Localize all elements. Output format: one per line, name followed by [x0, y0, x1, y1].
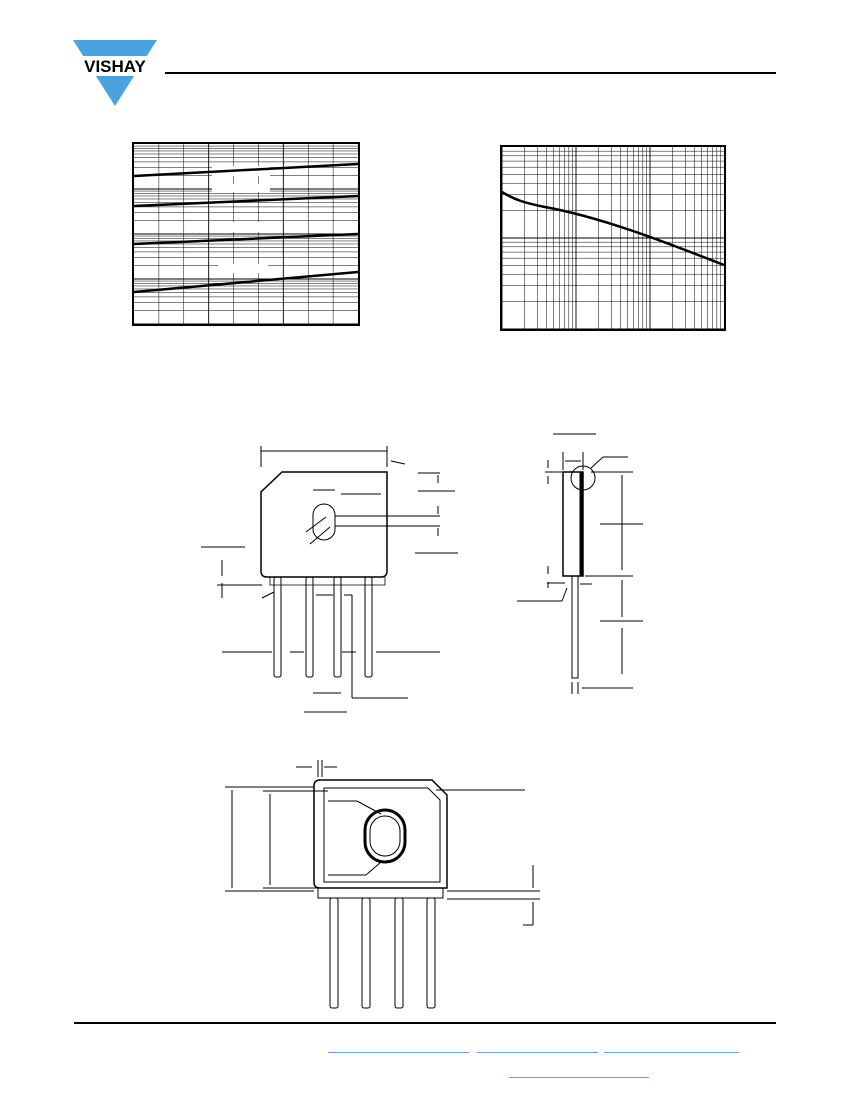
vishay-logo: VISHAY [70, 40, 160, 106]
left-chart-curve-4 [133, 270, 359, 294]
left-chart-curve-3 [133, 232, 359, 246]
right-chart-grid [501, 147, 724, 330]
heatsink-view-pin-2 [361, 897, 371, 1009]
left-chart-label-box-3 [212, 222, 267, 232]
brand-name: VISHAY [84, 57, 146, 76]
footer-rule [74, 1022, 776, 1024]
right-chart [500, 145, 726, 331]
front-view-pin-4 [364, 576, 373, 678]
heatsink-view-pin-4 [426, 897, 436, 1009]
side-view [517, 433, 643, 694]
footer-link-3[interactable] [604, 1052, 739, 1053]
footer-link-1[interactable] [328, 1052, 469, 1053]
side-view-pin [571, 575, 579, 679]
footer-link-2[interactable] [477, 1052, 598, 1053]
heatsink-view-pin-3 [394, 897, 404, 1009]
heatsink-view-pin-1 [329, 897, 339, 1009]
front-view-pin-2 [305, 576, 314, 678]
footer-link-4[interactable] [509, 1077, 649, 1078]
right-chart-curve [501, 190, 725, 267]
heatsink-view [225, 760, 540, 1009]
header-rule [165, 72, 776, 74]
heatsink-view-body [313, 779, 448, 889]
front-view-pin-1 [273, 576, 282, 678]
left-chart [132, 142, 360, 326]
front-view-mounting-hole [312, 503, 336, 541]
left-chart-label-box-2 [212, 184, 270, 192]
front-view-body [260, 471, 388, 578]
front-view [201, 446, 458, 713]
left-chart-curve-1 [133, 162, 359, 178]
front-view-pin-3 [333, 576, 342, 678]
package-outline-drawings [201, 433, 643, 1009]
left-chart-curve-2 [133, 194, 359, 208]
heatsink-view-mounting-hole [363, 808, 407, 864]
left-chart-label-box-4 [218, 264, 268, 273]
